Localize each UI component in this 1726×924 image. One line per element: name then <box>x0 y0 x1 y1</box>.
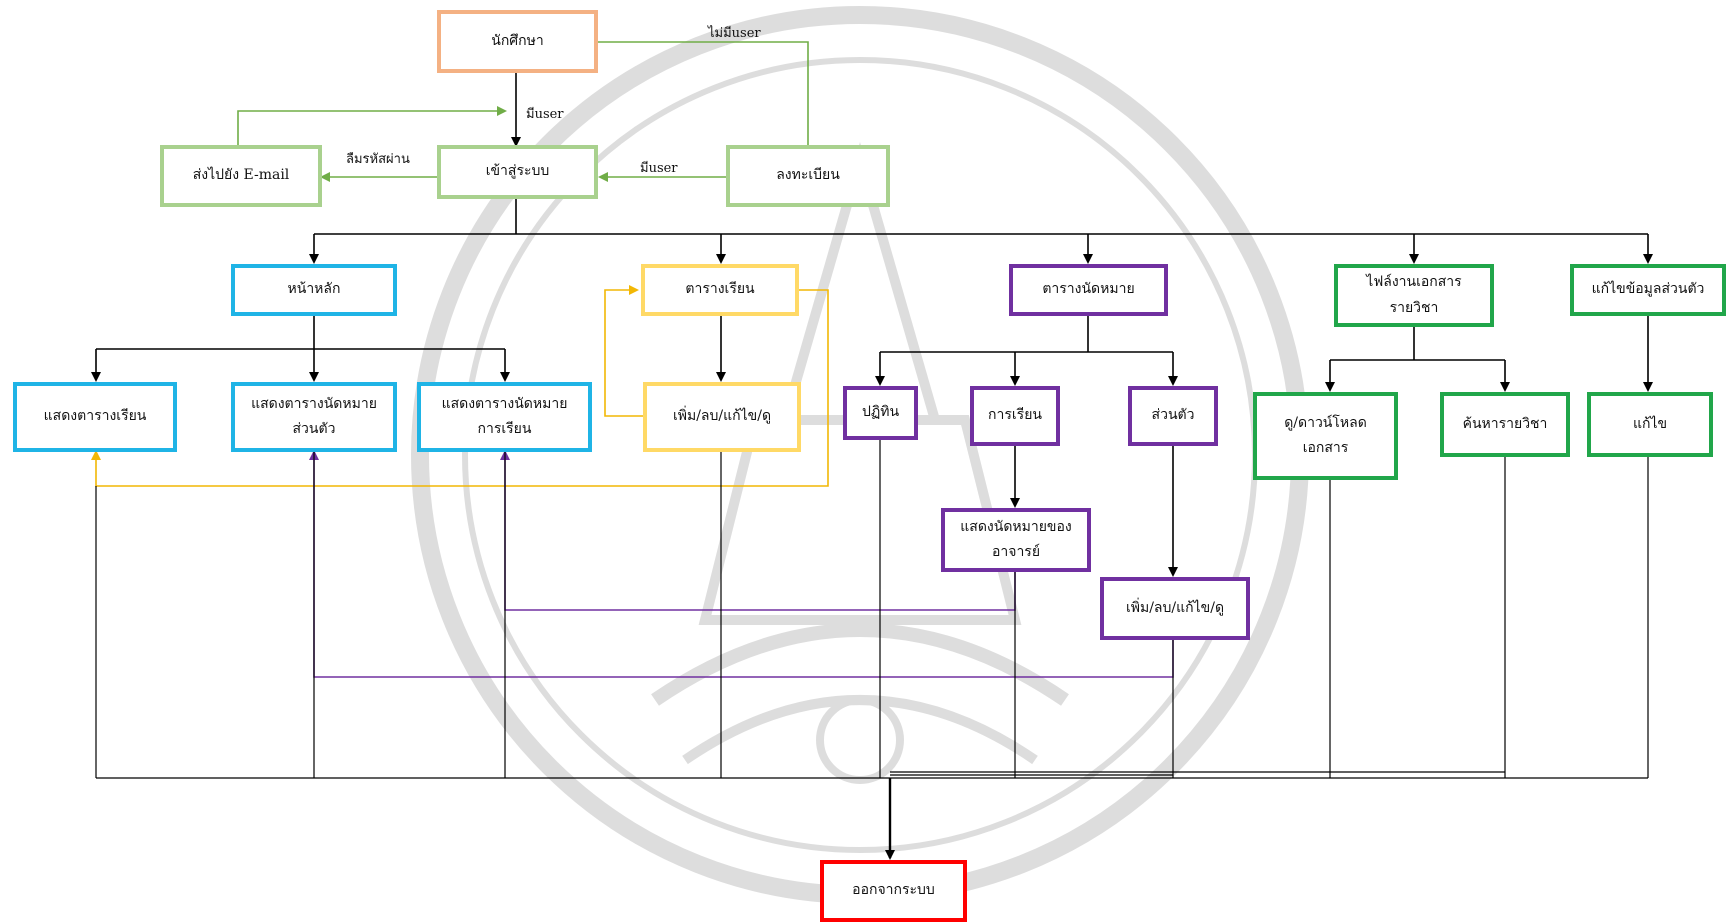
teacher-appointment-node: แสดงนัดหมายของ อาจารย์ <box>941 508 1091 572</box>
timetable-node: ตารางเรียน <box>641 264 799 316</box>
login-label: เข้าสู่ระบบ <box>485 163 550 180</box>
show-schedule-node: แสดงตารางเรียน <box>13 382 177 452</box>
timetable-branch-connectors <box>91 285 829 487</box>
student-label: นักศึกษา <box>491 32 544 49</box>
edit-profile-label: แก้ไขข้อมูลส่วนตัว <box>1591 281 1705 298</box>
appointments-label: ตารางนัดหมาย <box>1042 281 1135 298</box>
show-schedule-label: แสดงตารางเรียน <box>43 408 147 425</box>
calendar-label: ปฏิทิน <box>861 404 900 421</box>
teacher-appointment-label: แสดงนัดหมายของ อาจารย์ <box>960 518 1072 560</box>
timetable-edit-node: เพิ่ม/ลบ/แก้ไข/ดู <box>643 382 801 452</box>
send-email-label: ส่งไปยัง E-mail <box>192 167 290 184</box>
timetable-edit-label: เพิ่ม/ลบ/แก้ไข/ดู <box>672 408 772 425</box>
student-node: นักศึกษา <box>437 10 598 73</box>
timetable-label: ตารางเรียน <box>685 281 755 298</box>
edit-label: แก้ไข <box>1632 415 1668 432</box>
calendar-node: ปฏิทิน <box>843 386 918 440</box>
register-node: ลงทะเบียน <box>726 145 890 207</box>
edge-label-no-user: ไม่มีuser <box>708 26 761 41</box>
search-course-node: ค้นหารายวิชา <box>1440 392 1570 457</box>
study-node: การเรียน <box>970 386 1060 446</box>
appointment-edit-label: เพิ่ม/ลบ/แก้ไข/ดู <box>1125 599 1225 616</box>
edit-profile-node: แก้ไขข้อมูลส่วนตัว <box>1570 264 1726 316</box>
appointment-edit-node: เพิ่ม/ลบ/แก้ไข/ดู <box>1100 577 1250 640</box>
study-label: การเรียน <box>988 407 1042 424</box>
logout-node: ออกจากระบบ <box>820 860 967 922</box>
show-personal-appointment-label: แสดงตารางนัดหมาย ส่วนตัว <box>251 395 377 437</box>
search-course-label: ค้นหารายวิชา <box>1462 415 1548 432</box>
main-branch-connectors <box>309 198 1653 264</box>
home-branch-connectors <box>91 316 510 382</box>
appointments-node: ตารางนัดหมาย <box>1009 264 1168 316</box>
edit-node: แก้ไข <box>1587 392 1713 457</box>
course-files-node: ไฟล์งานเอกสาร รายวิชา <box>1334 264 1494 327</box>
show-class-appointment-label: แสดงตารางนัดหมาย การเรียน <box>441 395 568 437</box>
files-profile-connectors <box>1325 316 1653 392</box>
edge-label-has-user-register: มีuser <box>640 161 678 176</box>
show-personal-appointment-node: แสดงตารางนัดหมาย ส่วนตัว <box>231 382 397 452</box>
edge-label-forgot-password: ลืมรหัสผ่าน <box>346 152 410 167</box>
login-node: เข้าสู่ระบบ <box>437 145 598 199</box>
login-connectors <box>237 41 813 182</box>
appointment-branch-connectors <box>875 316 1178 577</box>
register-label: ลงทะเบียน <box>776 167 840 184</box>
show-class-appointment-node: แสดงตารางนัดหมาย การเรียน <box>417 382 592 452</box>
download-label: ดู/ดาวน์โหลด เอกสาร <box>1284 414 1367 456</box>
personal-node: ส่วนตัว <box>1128 386 1218 446</box>
course-files-label: ไฟล์งานเอกสาร รายวิชา <box>1366 274 1462 316</box>
logout-label: ออกจากระบบ <box>852 882 935 899</box>
edge-label-has-user-top: มีuser <box>526 107 564 122</box>
personal-label: ส่วนตัว <box>1151 407 1195 424</box>
download-node: ดู/ดาวน์โหลด เอกสาร <box>1253 392 1398 480</box>
logout-connectors <box>95 440 1649 860</box>
home-label: หน้าหลัก <box>287 281 341 298</box>
send-email-node: ส่งไปยัง E-mail <box>160 145 322 207</box>
home-node: หน้าหลัก <box>231 264 397 316</box>
